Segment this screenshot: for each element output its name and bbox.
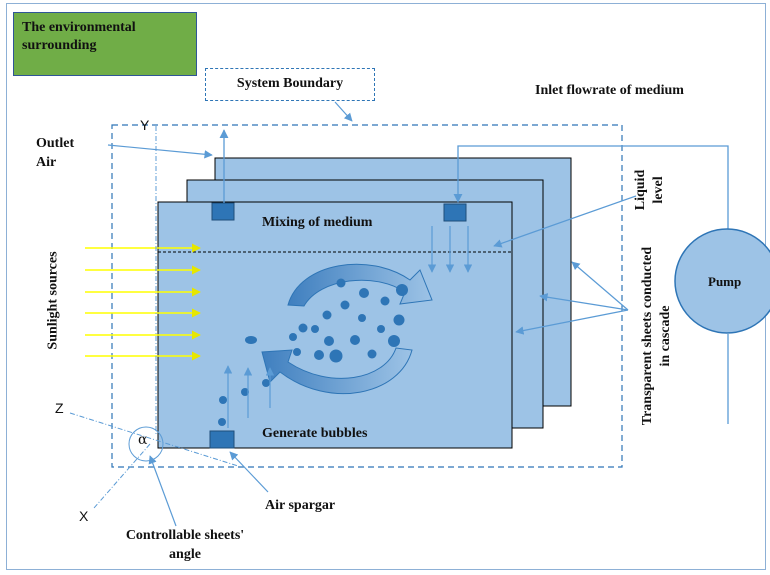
air-spargar-label: Air spargar xyxy=(265,498,336,513)
environment-label: The environmental surrounding xyxy=(13,12,197,76)
inlet-flow-line xyxy=(453,145,729,310)
sheet-pointer-1 xyxy=(571,261,629,311)
axis-x-line xyxy=(93,443,151,509)
sheet-pointer-3 xyxy=(515,309,629,335)
bubbles xyxy=(218,278,408,426)
swirl-arrow-bottom xyxy=(261,347,413,394)
inlet-flowrate-label: Inlet flowrate of medium xyxy=(535,83,684,98)
liquid-level-label: Liquid level xyxy=(633,169,666,211)
outlet-air-label: Outlet Air xyxy=(36,136,75,170)
sunlight-sources-label: Sunlight sources xyxy=(45,251,61,350)
system-boundary-label: System Boundary xyxy=(205,68,375,101)
axis-x-label: X xyxy=(79,508,89,524)
transparent-sheets-label: Transparent sheets conducted in cascade xyxy=(640,246,673,426)
angle-pointer xyxy=(148,455,177,527)
sparger-port xyxy=(209,430,235,449)
inlet-port xyxy=(443,203,467,222)
sheet-pointer-2 xyxy=(539,293,629,311)
controllable-angle-label: Controllable sheets' angle xyxy=(125,528,245,562)
generate-bubbles-label: Generate bubbles xyxy=(262,426,368,441)
outlet-port xyxy=(211,202,235,221)
axis-z-label: Z xyxy=(55,400,64,416)
mixing-label: Mixing of medium xyxy=(262,215,373,230)
system-boundary-rect xyxy=(111,124,623,468)
sheet-front xyxy=(157,201,513,449)
system-boundary-pointer xyxy=(334,101,353,122)
liquid-level-pointer xyxy=(493,195,637,248)
axis-y-label: Y xyxy=(140,117,150,133)
pump-circle xyxy=(674,228,770,334)
pump-label: Pump xyxy=(708,274,742,289)
swirl-arrow-top xyxy=(287,263,433,307)
angle-arc xyxy=(128,426,164,462)
alpha-label: α xyxy=(138,432,148,448)
sunlight-arrows xyxy=(85,243,201,361)
air-spargar-pointer xyxy=(229,451,269,493)
outlet-air-leader xyxy=(107,144,213,159)
